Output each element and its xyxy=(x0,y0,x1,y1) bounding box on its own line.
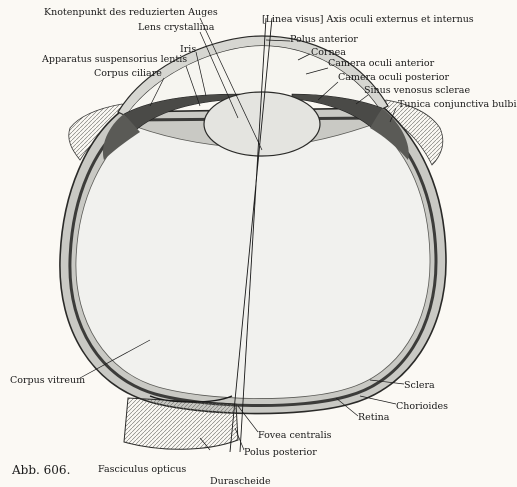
label-corpus-ciliare: Corpus ciliare xyxy=(94,68,162,79)
vitreous-body xyxy=(75,123,431,399)
chorioides-band xyxy=(68,116,438,408)
label-cornea: Cornea xyxy=(311,47,346,58)
label-iris: Iris xyxy=(180,44,196,55)
label-polus-posterior: Polus posterior xyxy=(244,447,317,458)
label-sinus: Sinus venosus sclerae xyxy=(364,85,470,96)
ciliary-body-right xyxy=(370,108,409,160)
label-fasciculus: Fasciculus opticus xyxy=(98,464,186,475)
label-lens: Lens crystallina xyxy=(138,22,215,33)
label-sclera: Sclera xyxy=(404,380,435,391)
label-polus-anterior: Polus anterior xyxy=(290,34,358,45)
ciliary-body-left xyxy=(102,114,140,160)
label-linea-visus: [Linea visus] Axis oculi externus et int… xyxy=(262,14,474,25)
optic-nerve xyxy=(123,397,239,450)
figure-caption: Abb. 606. xyxy=(11,463,70,477)
optical-axis-line xyxy=(239,17,267,453)
label-retina: Retina xyxy=(358,412,390,423)
label-corpus-vitreum: Corpus vitreum xyxy=(10,375,85,386)
label-chorioides: Chorioides xyxy=(396,401,448,412)
visual-axis-line xyxy=(229,17,273,453)
label-camera-posterior: Camera oculi posterior xyxy=(338,72,449,83)
label-durascheide: Durascheide xyxy=(210,476,271,487)
label-fovea: Fovea centralis xyxy=(258,430,332,441)
label-camera-anterior: Camera oculi anterior xyxy=(328,58,435,69)
label-apparatus: Apparatus suspensorius lentis xyxy=(41,54,187,65)
leader-lines xyxy=(79,17,405,451)
label-knotenpunkt: Knotenpunkt des reduzierten Auges xyxy=(44,7,218,18)
optic-disc xyxy=(149,395,233,403)
label-conjunctiva: Tunica conjunctiva bulbi xyxy=(398,99,517,110)
